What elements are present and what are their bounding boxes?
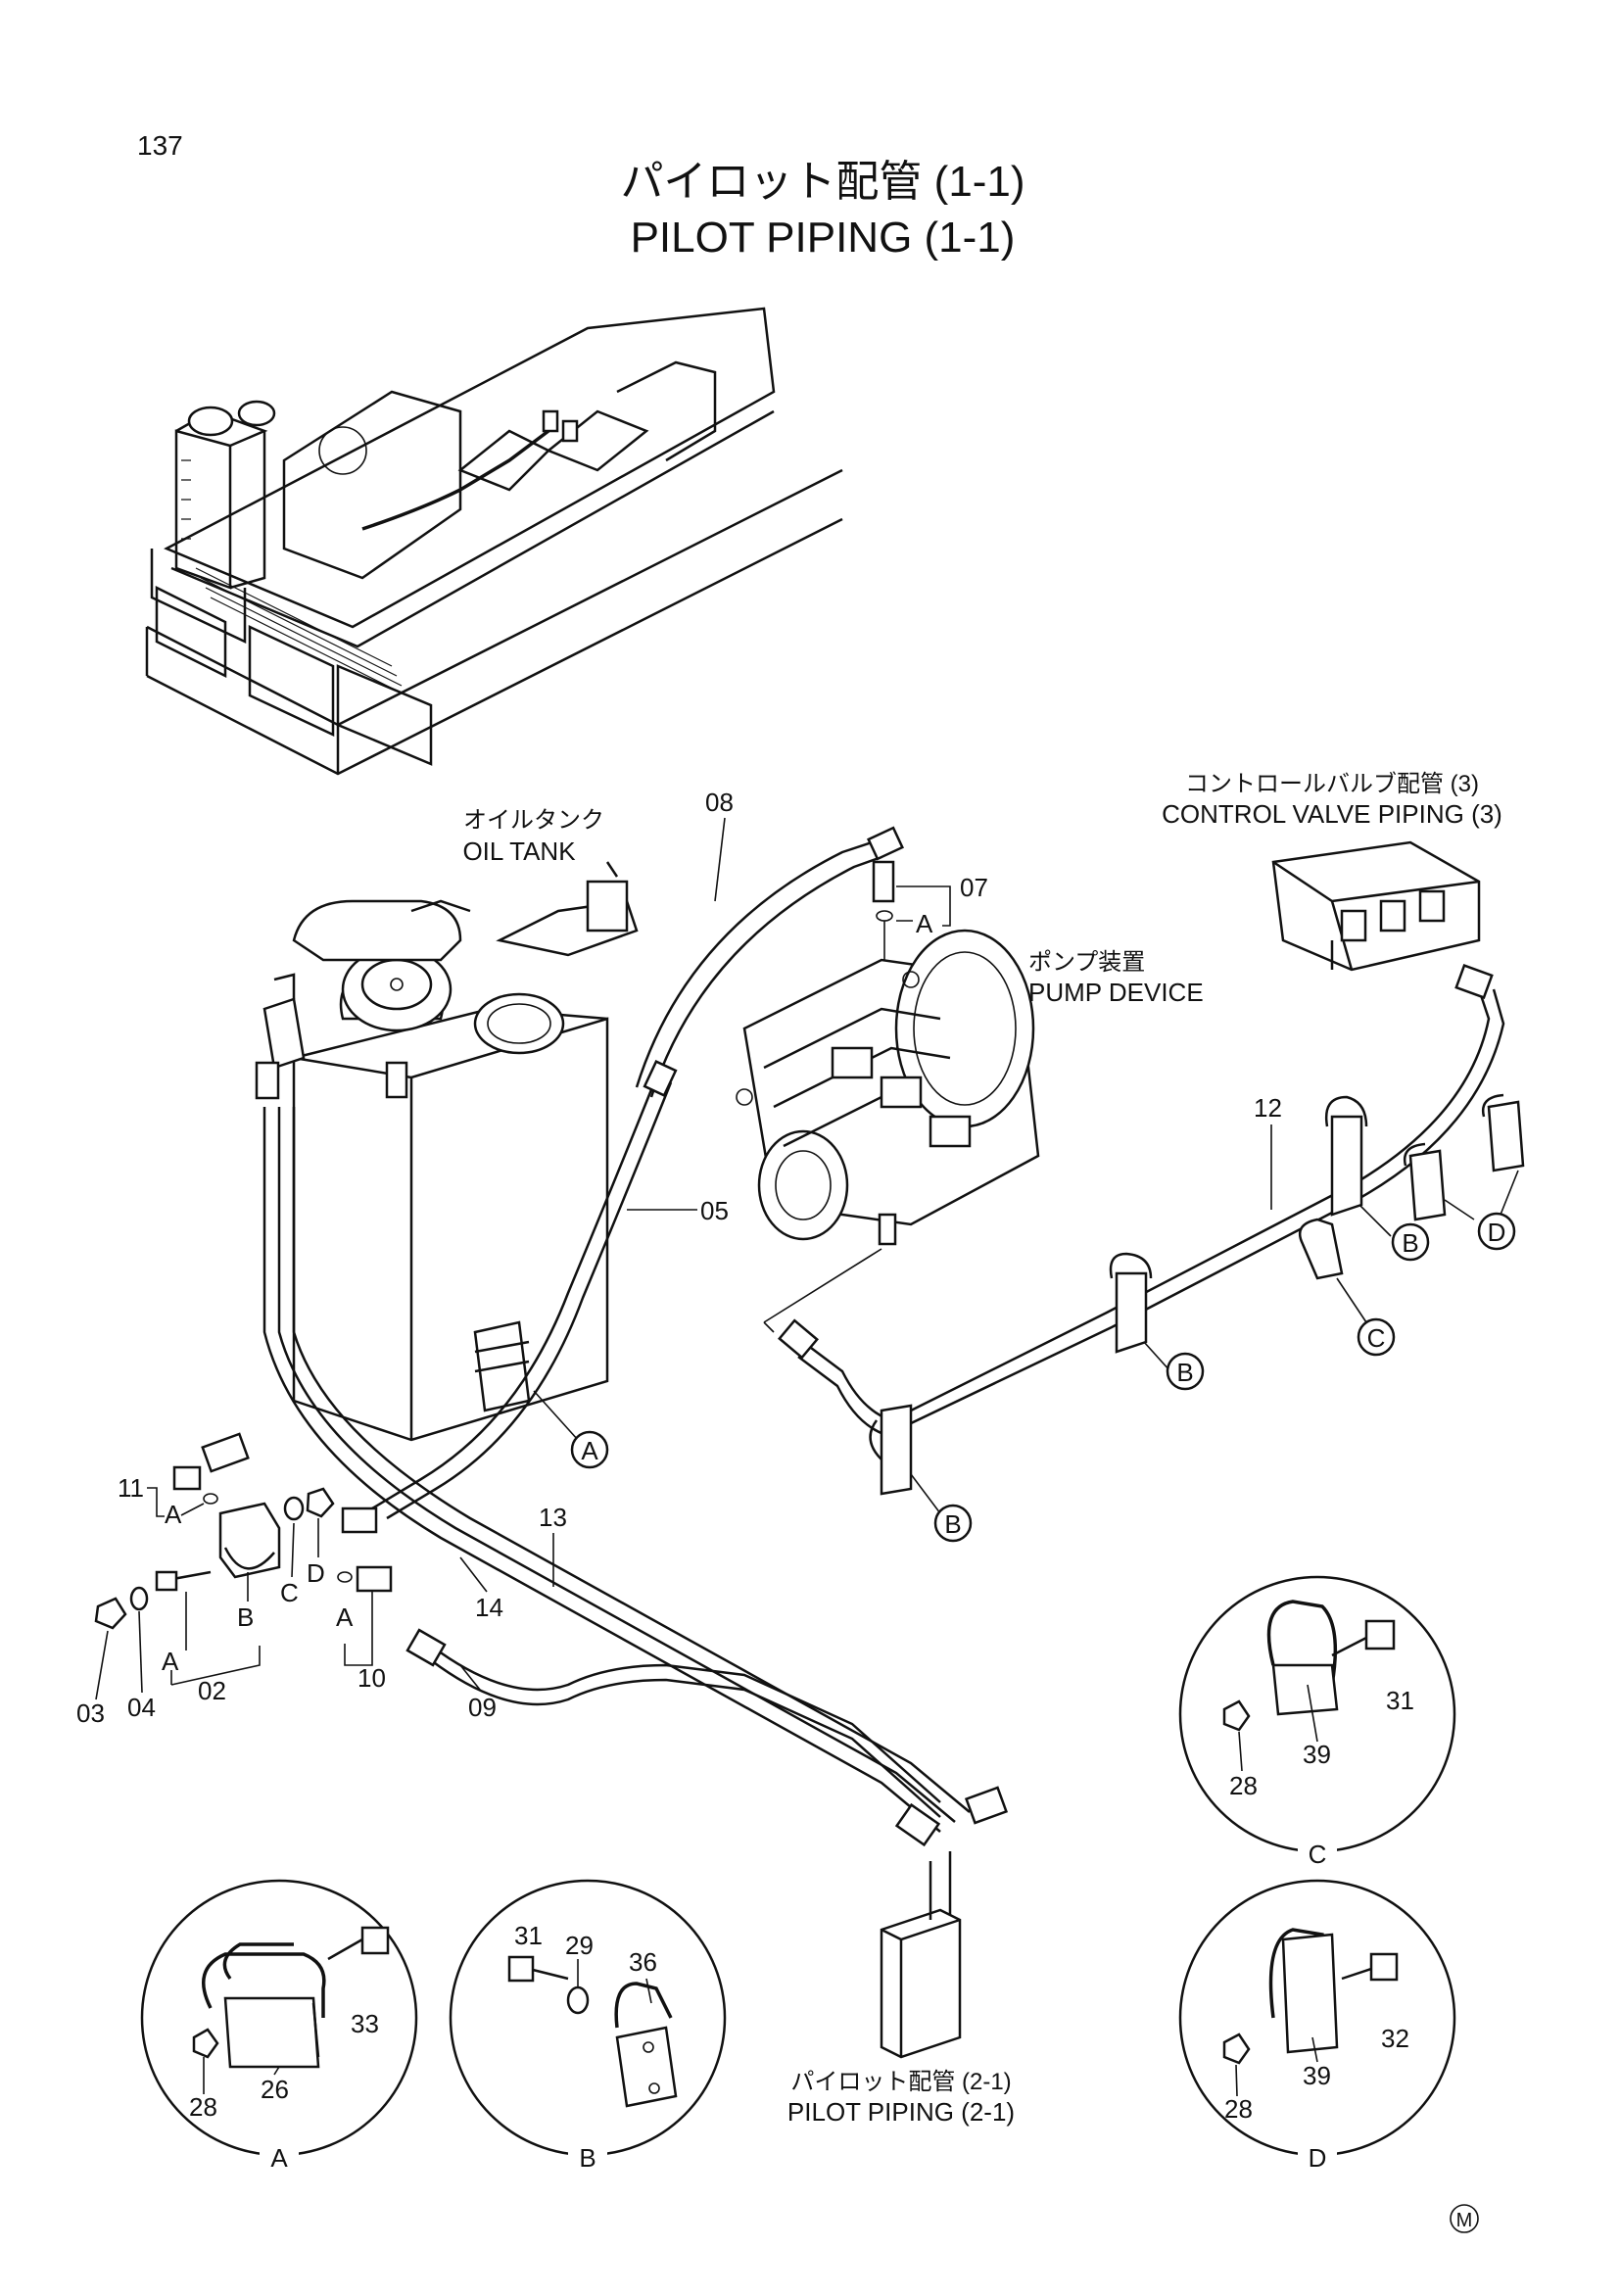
detail-circle-c: C 31 39 28 <box>1178 1575 1456 1869</box>
part-02-letter-b: B <box>237 1602 254 1632</box>
detail-a-part-26: 26 <box>261 2075 289 2104</box>
part-08-label: 08 <box>705 788 734 817</box>
part-02-label: 02 <box>198 1676 226 1705</box>
marker-d: D <box>1488 1218 1506 1247</box>
oil-tank-label-en: OIL TANK <box>462 837 576 866</box>
detail-a-part-33: 33 <box>351 2009 379 2038</box>
detail-c-part-39: 39 <box>1303 1740 1331 1769</box>
detail-b-part-29: 29 <box>565 1931 594 1960</box>
marker-b-2: B <box>1176 1358 1193 1387</box>
exploded-fittings-left <box>94 1465 393 1630</box>
machine-overview-illustration <box>145 307 843 776</box>
detail-b-label: B <box>579 2143 596 2173</box>
control-valve-drawing <box>1271 840 1481 972</box>
detail-circle-a: A 33 26 28 <box>140 1879 418 2173</box>
marker-b-1: B <box>944 1509 961 1539</box>
part-02-letter-a: A <box>162 1647 179 1676</box>
part-07-letter-a: A <box>916 909 933 938</box>
detail-a-part-28: 28 <box>189 2092 217 2122</box>
hose-clamps <box>869 1093 1525 1496</box>
title-japanese: パイロット配管 (1-1) <box>620 158 1024 206</box>
detail-reference-markers: A B B B C D <box>533 1170 1519 1543</box>
pump-device-drawing <box>736 860 1040 1246</box>
detail-c-part-28: 28 <box>1229 1771 1258 1800</box>
part-11-letter-a: A <box>165 1500 182 1529</box>
circled-m-letter: M <box>1456 2210 1473 2231</box>
detail-d-part-32: 32 <box>1381 2024 1409 2053</box>
hose-fittings <box>201 826 1494 1847</box>
pilot-piping-next-label-jp: パイロット配管 (2-1) <box>790 2069 1011 2095</box>
detail-b-part-36: 36 <box>629 1947 657 1977</box>
marker-c: C <box>1367 1323 1386 1353</box>
part-14-label: 14 <box>475 1593 503 1622</box>
marker-b-3: B <box>1402 1228 1418 1258</box>
pilot-piping-next-label-en: PILOT PIPING (2-1) <box>787 2097 1015 2127</box>
part-12-label: 12 <box>1254 1093 1282 1123</box>
control-valve-label-jp: コントロールバルブ配管 (3) <box>1185 771 1479 797</box>
page-number: 137 <box>137 130 183 161</box>
part-number-labels: 08 07 A 05 12 13 14 09 11 A 03 04 02 A B… <box>76 788 1282 1728</box>
part-07-label: 07 <box>960 873 988 902</box>
detail-c-label: C <box>1309 1840 1327 1869</box>
marker-a-tank: A <box>581 1436 598 1465</box>
pump-device-label-jp: ポンプ装置 <box>1028 949 1145 976</box>
part-04-label: 04 <box>127 1693 156 1722</box>
detail-d-label: D <box>1309 2143 1327 2173</box>
detail-d-part-28: 28 <box>1224 2094 1253 2124</box>
control-valve-label-en: CONTROL VALVE PIPING (3) <box>1162 799 1502 829</box>
pump-device-label-en: PUMP DEVICE <box>1028 978 1204 1007</box>
pilot-valve-block <box>880 1851 962 2059</box>
part-09-label: 09 <box>468 1693 497 1722</box>
detail-d-part-39: 39 <box>1303 2061 1331 2090</box>
detail-c-part-31: 31 <box>1386 1686 1414 1715</box>
part-05-label: 05 <box>700 1196 729 1225</box>
detail-b-part-31: 31 <box>514 1921 543 1950</box>
oil-tank-drawing <box>262 861 639 1442</box>
part-13-label: 13 <box>539 1503 567 1532</box>
part-11-label: 11 <box>118 1473 144 1503</box>
oil-tank-label-jp: オイルタンク <box>463 807 604 834</box>
hose-lines <box>262 840 1505 1833</box>
circled-m-mark <box>1450 2204 1479 2233</box>
part-03-label: 03 <box>76 1698 105 1728</box>
detail-a-label: A <box>270 2143 288 2173</box>
part-10-letter-a: A <box>336 1602 354 1632</box>
detail-circle-b: B 31 29 36 <box>449 1879 727 2173</box>
title-english: PILOT PIPING (1-1) <box>631 214 1016 262</box>
detail-circle-d: D 32 39 28 <box>1178 1879 1456 2173</box>
part-02-letter-c: C <box>280 1578 299 1607</box>
part-02-letter-d: D <box>307 1558 325 1588</box>
part-10-label: 10 <box>357 1663 386 1693</box>
